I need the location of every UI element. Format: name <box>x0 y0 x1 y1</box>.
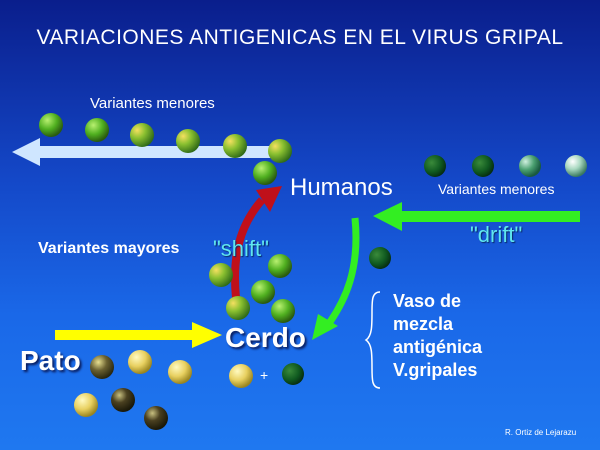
arrow-drift <box>373 202 580 231</box>
mixing-vessel-text: Vaso de mezcla antigénica V.gripales <box>393 290 482 382</box>
label-plus: + <box>260 367 269 383</box>
minor-variants-right-circles <box>424 155 587 177</box>
label-humanos: Humanos <box>290 174 393 201</box>
author-credit: R. Ortiz de Lejarazu <box>505 428 577 437</box>
shift-circles <box>209 254 295 323</box>
arrow-humanos-to-cerdo <box>312 217 360 340</box>
brace <box>364 291 381 389</box>
mixing-vessel-line: V.gripales <box>393 360 478 380</box>
pato-circles <box>74 350 192 430</box>
arrow-shift <box>231 186 282 299</box>
arrow-pato-to-cerdo <box>55 322 222 348</box>
drift-circle <box>369 247 391 269</box>
label-pato: Pato <box>20 345 81 376</box>
arrow-minor-left <box>12 138 280 166</box>
cerdo-mix-circles <box>229 363 304 388</box>
page-title: VARIACIONES ANTIGENICAS EN EL VIRUS GRIP… <box>36 26 564 49</box>
mixing-vessel-line: Vaso de <box>393 291 462 311</box>
mixing-vessel-line: mezcla <box>393 314 454 334</box>
label-minor-variants-right: Variantes menores <box>438 181 555 197</box>
label-major-variants: Variantes mayores <box>38 240 180 257</box>
minor-variants-top-circles <box>39 113 292 185</box>
label-cerdo: Cerdo <box>225 322 306 353</box>
label-minor-variants-top: Variantes menores <box>90 95 215 112</box>
label-shift: "shift" <box>213 236 269 261</box>
label-drift: "drift" <box>470 222 523 247</box>
mixing-vessel-line: antigénica <box>393 337 483 357</box>
